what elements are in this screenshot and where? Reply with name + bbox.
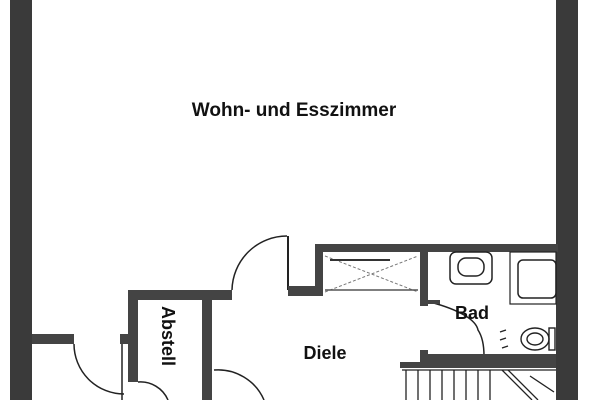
outer-wall-right — [556, 0, 578, 400]
room-label-abstell: Abstell — [158, 306, 178, 366]
outer-wall-left — [10, 0, 32, 400]
abstell-left-wall — [128, 290, 138, 382]
door-swing-abstell — [137, 381, 169, 400]
door-swing-bad — [429, 301, 485, 357]
abstell-right-wall — [202, 290, 212, 400]
abstell-top-wall — [128, 290, 232, 300]
room-label-diele: Diele — [303, 343, 346, 363]
door-swing-lower-left — [73, 343, 125, 395]
shaft-right-wall — [420, 244, 428, 306]
wall-diele-top-right — [288, 286, 318, 296]
room-label-bad: Bad — [455, 303, 489, 323]
washbasin-icon — [449, 251, 493, 285]
staircase-icon — [402, 369, 556, 400]
bad-bottom-wall — [420, 354, 556, 362]
shaft-left-wall — [315, 244, 323, 296]
door-swing-diele — [231, 235, 288, 291]
toilet-icon — [499, 327, 556, 351]
shaft-x-icon — [324, 255, 419, 293]
shaft-top-wall — [315, 244, 558, 252]
door-swing-lower-diele — [213, 369, 265, 400]
wall-stub-lower-left — [32, 334, 74, 344]
wall-stub-abstell-left — [120, 334, 130, 344]
room-label-wohn: Wohn- und Esszimmer — [192, 100, 397, 121]
